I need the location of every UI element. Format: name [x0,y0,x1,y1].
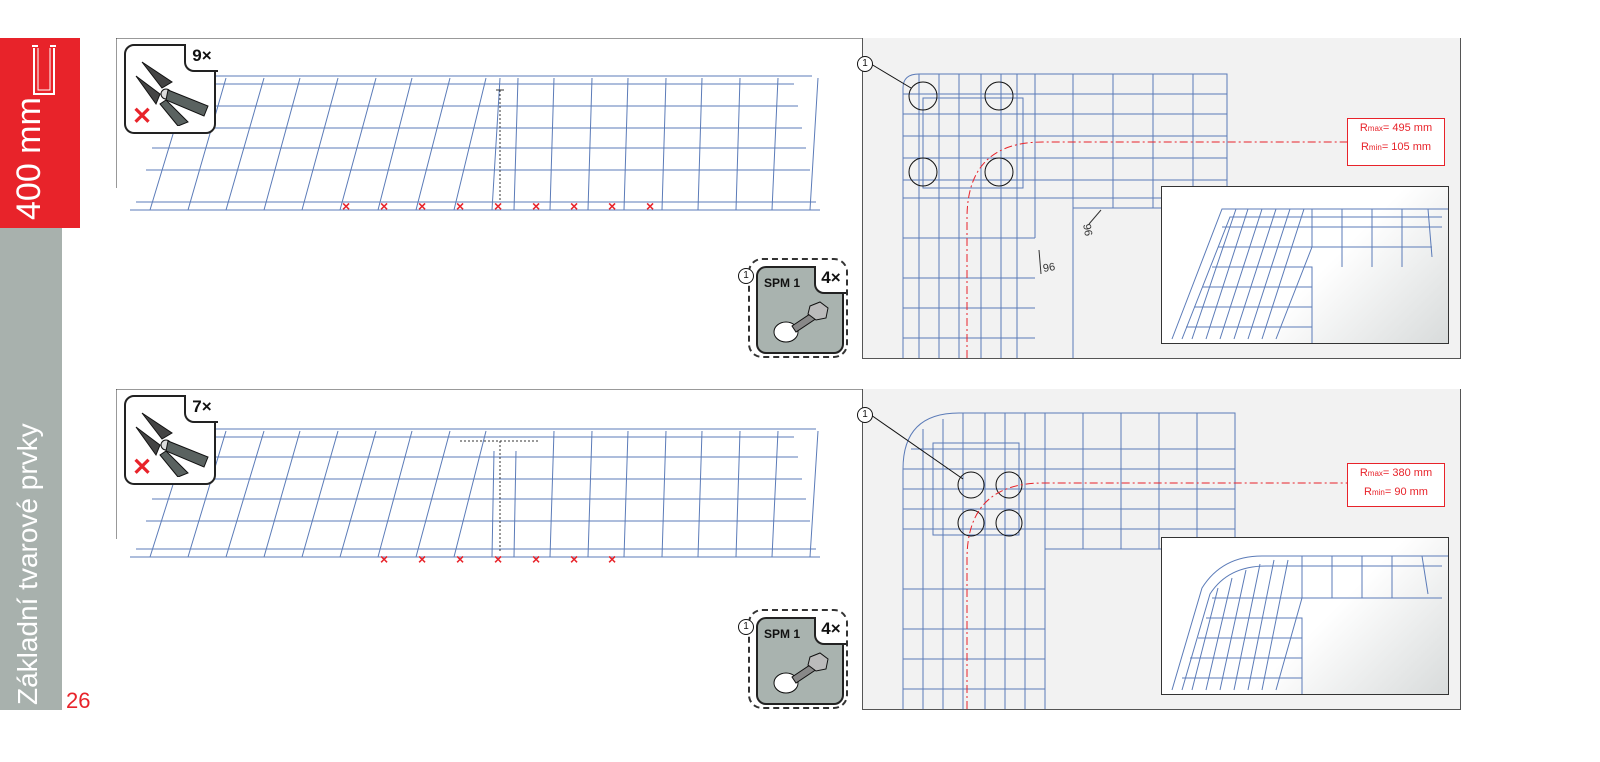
cut-mark: × [418,198,427,214]
r-min-sub: min [1368,143,1382,152]
r-max-symbol: R [1359,467,1368,479]
cut-mark: × [570,551,579,567]
spm-inner: SPM 1 4× [756,617,846,705]
tray-profile-icon [32,45,56,95]
spm-label: SPM 1 [764,276,801,290]
r-max-line: Rmax= 380 mm [1348,464,1444,483]
callout-number: 1 [738,268,754,284]
cut-mark: × [342,198,351,214]
cutter-tool-box: 7× ✕ [124,395,218,485]
cut-mark: × [380,551,389,567]
flat-tray-drawing [130,75,820,211]
perspective-inset [1161,186,1449,344]
r-min-sub: min [1371,488,1385,497]
r-max-sub: max [1367,469,1383,478]
bent-tray-drawing [870,412,1383,709]
cut-mark: × [418,551,427,567]
radius-box: Rmax= 380 mm Rmin= 90 mm [1347,463,1445,507]
spm-box: SPM 1 4× [748,258,848,358]
r-max-symbol: R [1359,122,1368,134]
cut-mark: × [532,551,541,567]
r-min-line: Rmin= 105 mm [1348,138,1444,157]
section-title: Základní tvarové prvky [12,423,43,705]
cut-mark: × [646,198,655,214]
bolt-cutter-icon [135,412,209,477]
cut-mark: × [494,551,503,567]
detail-panel: 1 Rmax= 380 mm Rmin= 90 mm [857,389,1461,710]
bolt-nut-icon [773,301,829,343]
cutter-tool-box: 9× ✕ [124,44,218,134]
r-min-line: Rmin= 90 mm [1348,483,1444,502]
size-tab [0,38,80,228]
cut-count: 9× [184,44,218,72]
step-1: × × × × × × × × × 9× ✕ SPM 1 4× [116,38,1461,359]
callout-number: 1 [857,407,873,423]
cut-mark: × [608,551,617,567]
bent-tray-drawing [870,63,1383,358]
detail-panel: 1 96 96 Rmax= 495 mm Rmin= 105 mm [857,38,1461,359]
spm-count: 4× [814,617,846,645]
r-min-symbol: R [1360,141,1369,153]
r-min-value: = 90 mm [1384,486,1428,498]
callout-number: 1 [857,56,873,72]
cut-mark: × [456,551,465,567]
spm-inner: SPM 1 4× [756,266,846,354]
cross-icon: ✕ [132,454,153,481]
r-min-value: = 105 mm [1381,141,1432,153]
step-2: × × × × × × × 7× ✕ SPM 1 4× 1 [116,389,1461,710]
r-max-sub: max [1367,124,1383,133]
page-number: 26 [66,688,91,713]
perspective-tray-drawing [1171,208,1448,343]
radius-box: Rmax= 495 mm Rmin= 105 mm [1347,118,1445,166]
cut-mark: × [380,198,389,214]
cut-marks: × × × × × × × × × [342,198,702,218]
cut-mark: × [494,198,503,214]
bolt-cutter-icon [135,61,209,126]
size-label: 400 mm [10,97,48,220]
perspective-tray-drawing [1171,555,1448,694]
cross-icon: ✕ [132,103,153,130]
callout-number: 1 [738,619,754,635]
cut-mark: × [570,198,579,214]
perspective-inset [1161,537,1449,695]
cut-count: 7× [184,395,218,423]
r-max-value: = 495 mm [1382,122,1433,134]
cut-mark: × [532,198,541,214]
flat-tray-drawing [130,428,820,558]
r-max-value: = 380 mm [1382,467,1433,479]
cut-mark: × [608,198,617,214]
spm-box: SPM 1 4× [748,609,848,709]
spm-count: 4× [814,266,846,294]
spm-label: SPM 1 [764,627,801,641]
cut-marks: × × × × × × × [380,551,660,571]
section-tab [0,228,62,710]
dimension-label: 96 [1080,222,1095,238]
bolt-nut-icon [773,652,829,694]
r-max-line: Rmax= 495 mm [1348,119,1444,138]
cut-mark: × [456,198,465,214]
dimension-label: 96 [1042,261,1057,275]
r-min-symbol: R [1364,486,1372,498]
